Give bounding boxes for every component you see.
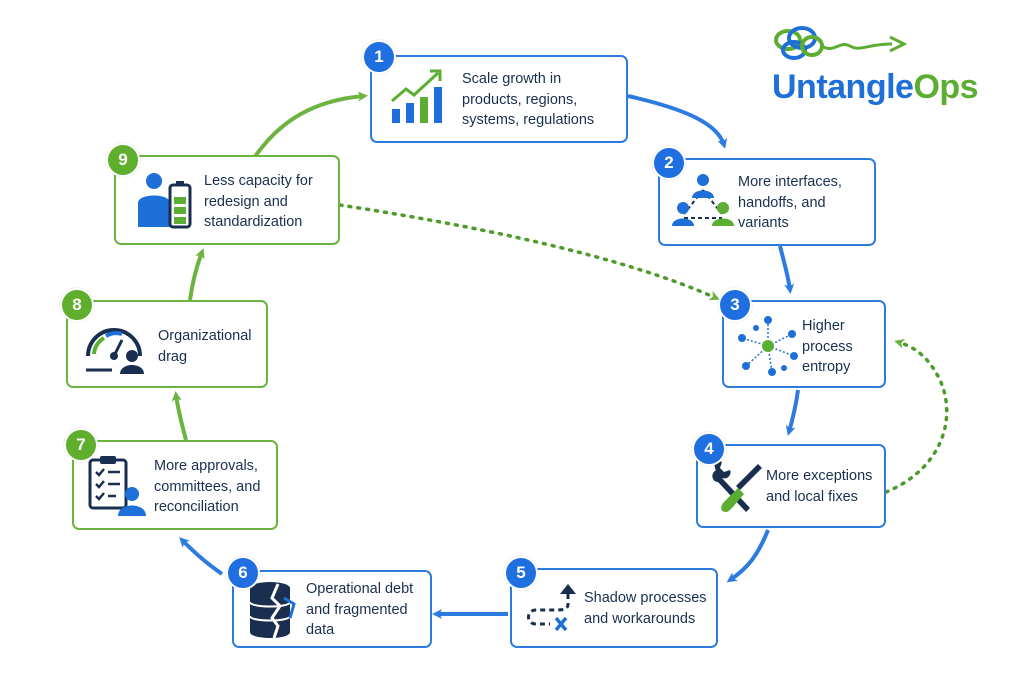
step-card-5: Shadow processes and workarounds — [510, 568, 718, 648]
arrow-2-to-3 — [778, 245, 795, 294]
step-badge-4: 4 — [692, 432, 726, 466]
brand-logo: UntangleOps — [772, 18, 1012, 118]
growth-chart-icon — [391, 69, 442, 123]
arrow-6-to-7 — [179, 537, 224, 576]
scatter-dots-icon — [738, 316, 798, 376]
arrow-4-to-5 — [726, 529, 770, 583]
arrow-8-to-9 — [188, 248, 205, 301]
step-card-4: More exceptions and local fixes — [696, 444, 886, 528]
knot-logo-icon — [774, 26, 908, 60]
step-label-7: More approvals, committees, and reconcil… — [154, 458, 261, 515]
step-card-7: More approvals, committees, and reconcil… — [72, 440, 278, 530]
step-label-4: More exceptions and local fixes — [766, 468, 873, 505]
step-card-6: Operational debt and fragmented data — [232, 570, 432, 648]
cracked-database-icon — [249, 582, 296, 639]
step-card-8: Organizational drag — [66, 300, 268, 388]
step-label-6: Operational debt and fragmented data — [306, 581, 414, 638]
wrench-screwdriver-icon — [712, 461, 762, 512]
checklist-person-icon — [88, 456, 146, 516]
arrow-4-to-3-dotted — [884, 338, 949, 494]
brand-name: UntangleOps — [772, 68, 979, 107]
arrow-9-to-1 — [252, 91, 368, 160]
step-badge-6: 6 — [226, 556, 260, 590]
person-battery-icon — [138, 173, 192, 229]
arrow-9-to-3-dotted — [338, 203, 720, 301]
step-label-9: Less capacity for redesign and standardi… — [204, 173, 313, 230]
step-label-3: Higher process entropy — [802, 318, 853, 375]
arrow-7-to-8 — [171, 391, 188, 441]
arrow-1-to-2 — [627, 94, 728, 149]
step-card-2: More interfaces, handoffs, and variants — [658, 158, 876, 246]
step-label-8: Organizational drag — [158, 328, 252, 365]
step-badge-3: 3 — [718, 288, 752, 322]
step-badge-7: 7 — [64, 428, 98, 462]
step-badge-2: 2 — [652, 146, 686, 180]
dashed-path-icon — [527, 584, 576, 632]
step-badge-1: 1 — [362, 40, 396, 74]
step-card-3: Higher process entropy — [722, 300, 886, 388]
step-badge-8: 8 — [60, 288, 94, 322]
step-card-1: Scale growth in products, regions, syste… — [370, 55, 628, 143]
step-badge-9: 9 — [106, 143, 140, 177]
brand-word-1: Untangle — [772, 68, 914, 106]
speedometer-person-icon — [86, 328, 144, 374]
step-label-2: More interfaces, handoffs, and variants — [738, 174, 842, 231]
network-people-icon — [672, 174, 734, 226]
step-badge-5: 5 — [504, 556, 538, 590]
arrow-3-to-4 — [785, 389, 800, 436]
step-label-1: Scale growth in products, regions, syste… — [462, 71, 595, 128]
step-card-9: Less capacity for redesign and standardi… — [114, 155, 340, 245]
step-label-5: Shadow processes and workarounds — [584, 590, 707, 627]
brand-word-2: Ops — [913, 68, 979, 106]
